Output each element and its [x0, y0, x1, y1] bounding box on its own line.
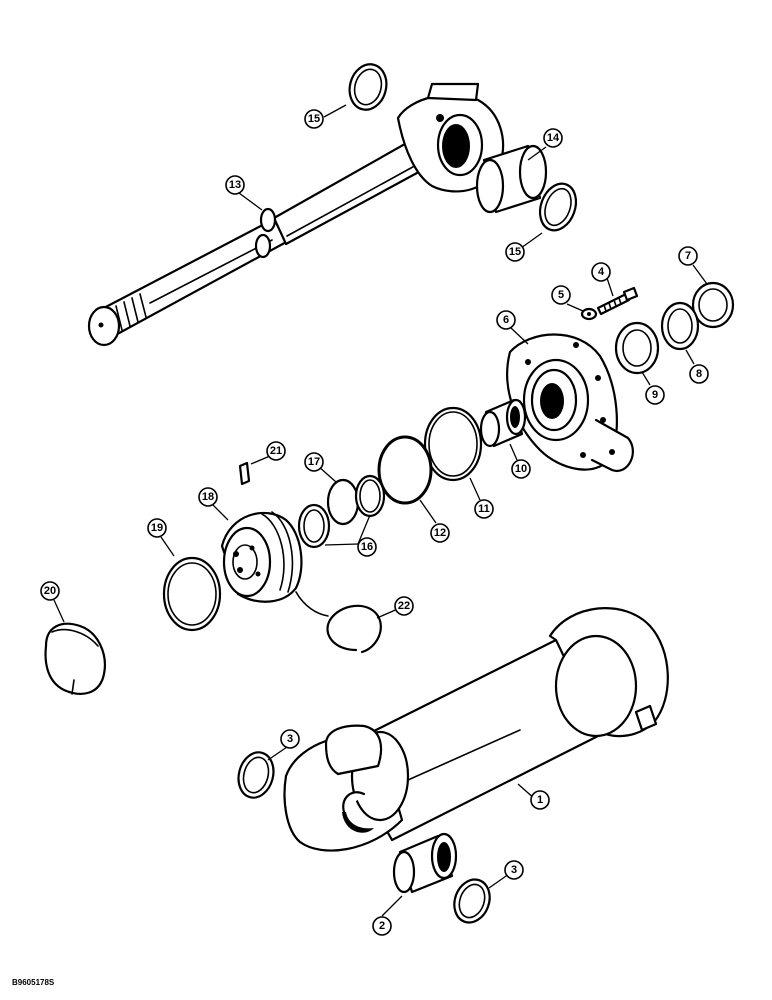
svg-text:20: 20	[44, 585, 56, 597]
svg-text:3: 3	[511, 864, 517, 876]
callout-4: 4	[591, 262, 611, 282]
cylinder-head-gland	[506, 333, 634, 473]
piston-rod	[87, 82, 505, 347]
callout-3: 3	[504, 860, 524, 880]
svg-text:5: 5	[558, 289, 564, 301]
callout-18: 18	[198, 487, 218, 507]
snap-ring	[295, 591, 382, 654]
piston	[220, 511, 303, 603]
rod-eye-bushing	[475, 144, 548, 214]
callout-6: 6	[496, 310, 516, 330]
svg-text:18: 18	[202, 491, 214, 503]
svg-text:12: 12	[434, 527, 446, 539]
svg-text:15: 15	[308, 113, 320, 125]
callout-3: 3	[280, 729, 300, 749]
gland-seals	[614, 281, 735, 375]
svg-text:22: 22	[398, 600, 410, 612]
svg-text:19: 19	[151, 522, 163, 534]
callout-leaders	[53, 104, 708, 917]
callout-21: 21	[266, 441, 286, 461]
svg-text:16: 16	[361, 541, 373, 553]
piston-pin	[238, 461, 251, 486]
callout-19: 19	[147, 518, 167, 538]
svg-text:1: 1	[537, 794, 543, 806]
barrel-bushing	[392, 832, 458, 894]
svg-text:14: 14	[547, 132, 560, 144]
callout-12: 12	[430, 523, 450, 543]
callout-8: 8	[689, 364, 709, 384]
svg-text:13: 13	[229, 179, 241, 191]
svg-text:10: 10	[515, 463, 527, 475]
wear-ring	[162, 556, 222, 632]
rod-wiper-rings	[348, 63, 578, 232]
back-up-ring	[44, 622, 106, 695]
callout-5: 5	[551, 285, 571, 305]
callout-15: 15	[304, 109, 324, 129]
callout-2: 2	[372, 916, 392, 936]
svg-text:11: 11	[478, 503, 490, 515]
callout-10: 10	[511, 459, 531, 479]
callout-bubbles: 1 2 3 3 4 5 6 7 8 9 10 11 12 13 14 15 15…	[40, 109, 709, 936]
callout-1: 1	[530, 790, 550, 810]
svg-text:4: 4	[598, 266, 605, 278]
svg-text:9: 9	[652, 389, 658, 401]
callout-16: 16	[357, 537, 377, 557]
piston-seal-rings	[297, 474, 386, 549]
svg-text:6: 6	[503, 314, 509, 326]
svg-text:2: 2	[379, 920, 385, 932]
callout-9: 9	[645, 385, 665, 405]
callout-15: 15	[505, 242, 525, 262]
svg-text:3: 3	[287, 733, 293, 745]
gland-bushing	[479, 398, 527, 448]
svg-text:8: 8	[696, 368, 702, 380]
figure-id: B9605178S	[12, 978, 55, 987]
cylinder-barrel	[283, 607, 669, 852]
gland-rings	[377, 406, 483, 505]
callout-17: 17	[304, 452, 324, 472]
svg-text:15: 15	[509, 246, 521, 258]
callout-7: 7	[678, 246, 698, 266]
svg-text:17: 17	[308, 456, 320, 468]
callout-11: 11	[474, 499, 494, 519]
gland-washer	[580, 307, 598, 321]
barrel-wiper-rings	[237, 751, 491, 924]
callout-20: 20	[40, 581, 60, 601]
callout-13: 13	[225, 175, 245, 195]
callout-14: 14	[543, 128, 563, 148]
callout-22: 22	[394, 596, 414, 616]
gland-bolt	[596, 286, 639, 316]
svg-text:7: 7	[685, 250, 691, 262]
svg-text:21: 21	[270, 445, 282, 457]
